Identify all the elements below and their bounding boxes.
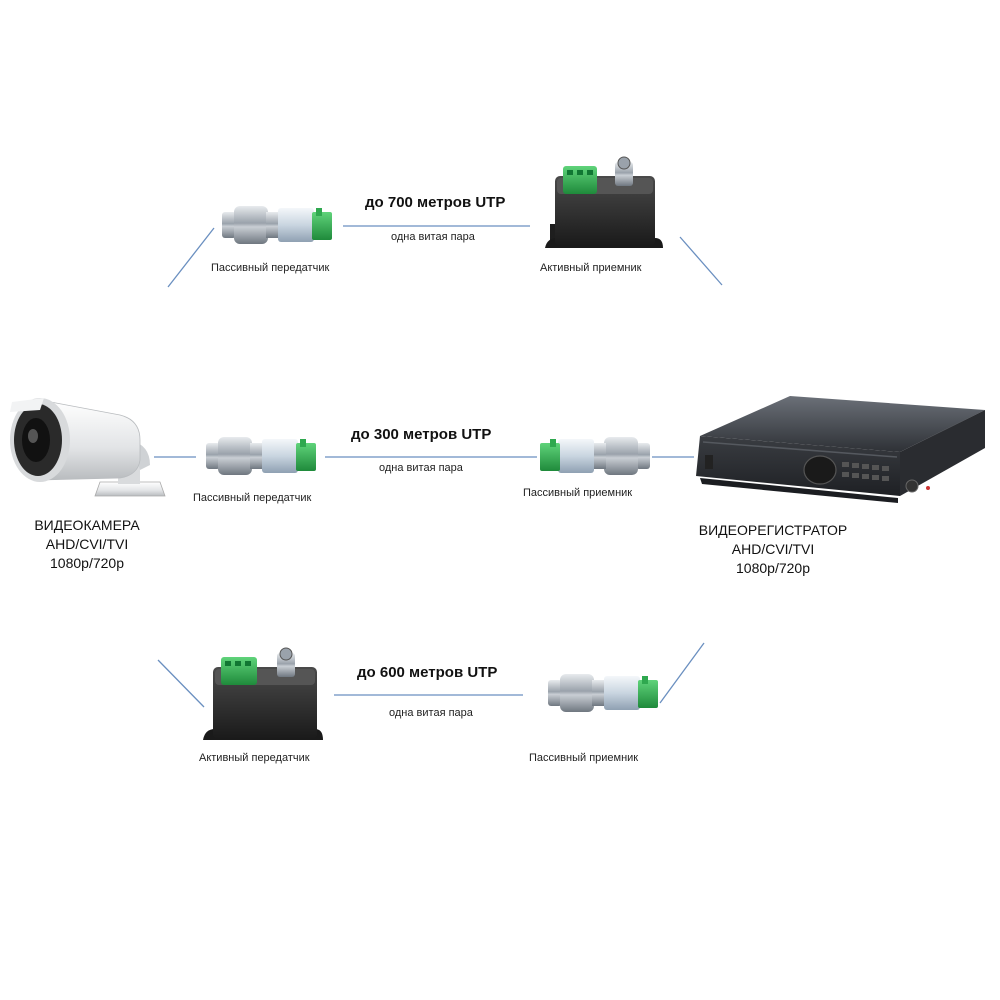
row3-left-label: Активный передатчик	[199, 752, 310, 764]
row1-cable: одна витая пара	[391, 231, 475, 243]
recorder-caption-line1: ВИДЕОРЕГИСТРАТОР	[698, 522, 848, 538]
row3-distance: до 600 метров UTP	[357, 664, 498, 681]
passive-receiver-icon	[540, 437, 650, 475]
line-row1-right-diagonal	[679, 236, 723, 286]
camera-caption-line1: ВИДЕОКАМЕРА	[34, 517, 140, 533]
recorder-caption-line3: 1080p/720p	[736, 560, 810, 576]
passive-receiver-icon	[548, 674, 658, 712]
line-row1-left-diagonal	[167, 227, 215, 288]
row2-right-label: Пассивный приемник	[523, 487, 633, 499]
row2-cable: одна витая пара	[379, 462, 463, 474]
row1-distance: до 700 метров UTP	[365, 194, 506, 211]
connection-lines	[154, 225, 723, 708]
camera-caption-line3: 1080p/720p	[50, 555, 124, 571]
row3-cable: одна витая пара	[389, 707, 473, 719]
recorder-caption: ВИДЕОРЕГИСТРАТОР AHD/CVI/TVI 1080p/720p	[688, 521, 858, 578]
row1-right-label: Активный приемник	[540, 262, 642, 274]
row2-left-label: Пассивный передатчик	[193, 492, 312, 504]
video-recorder-icon	[696, 396, 985, 503]
passive-transmitter-icon	[206, 437, 316, 475]
row3-right-label: Пассивный приемник	[529, 752, 639, 764]
camera-caption: ВИДЕОКАМЕРА AHD/CVI/TVI 1080p/720p	[22, 516, 152, 573]
video-camera-icon	[10, 398, 166, 497]
passive-transmitter-icon	[222, 206, 332, 244]
line-row3-left-diagonal	[157, 659, 205, 708]
active-receiver-icon	[545, 156, 663, 248]
recorder-caption-line2: AHD/CVI/TVI	[731, 541, 815, 557]
row2-distance: до 300 метров UTP	[351, 426, 492, 443]
row1-left-label: Пассивный передатчик	[211, 262, 330, 274]
camera-caption-line2: AHD/CVI/TVI	[45, 536, 129, 552]
active-transmitter-icon	[203, 647, 323, 740]
line-row3-right-diagonal	[659, 642, 705, 704]
